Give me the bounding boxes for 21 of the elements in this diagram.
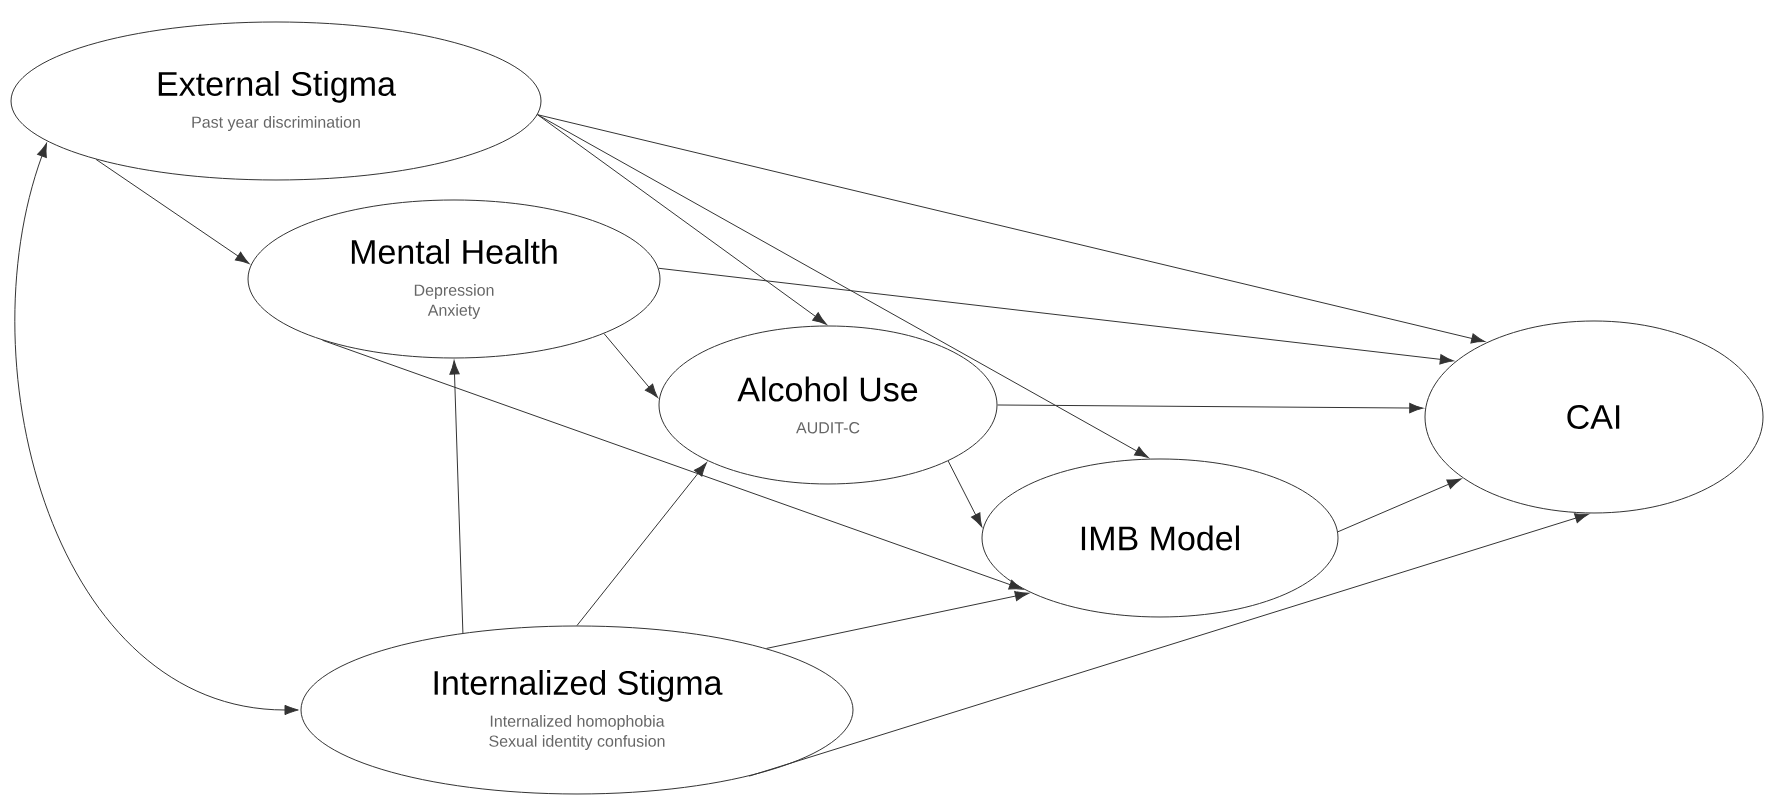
arrow bbox=[537, 114, 1486, 344]
arrow bbox=[1337, 478, 1462, 533]
arrow bbox=[449, 360, 464, 634]
ellipse-node: Internalized Stigma Internalized homophobia Sexual identity confusion bbox=[300, 625, 854, 795]
arrow bbox=[14, 142, 299, 716]
arrow bbox=[748, 513, 1589, 777]
arrow bbox=[95, 158, 250, 264]
ellipse-node: IMB Model bbox=[981, 458, 1339, 618]
arrow bbox=[765, 590, 1030, 649]
arrow bbox=[947, 460, 983, 528]
ellipse-node: Alcohol Use AUDIT-C bbox=[658, 325, 998, 485]
ellipse-node: External Stigma Past year discrimination bbox=[10, 21, 542, 181]
ellipse-node: CAI bbox=[1424, 320, 1764, 514]
arrow bbox=[537, 114, 827, 325]
arrow bbox=[322, 339, 1024, 590]
ellipse-node: Mental Health Depression Anxiety bbox=[247, 199, 661, 359]
arrow bbox=[537, 114, 1149, 458]
arrow bbox=[997, 402, 1424, 414]
arrow bbox=[576, 462, 707, 626]
arrow bbox=[658, 267, 1455, 365]
arrow bbox=[603, 333, 659, 398]
